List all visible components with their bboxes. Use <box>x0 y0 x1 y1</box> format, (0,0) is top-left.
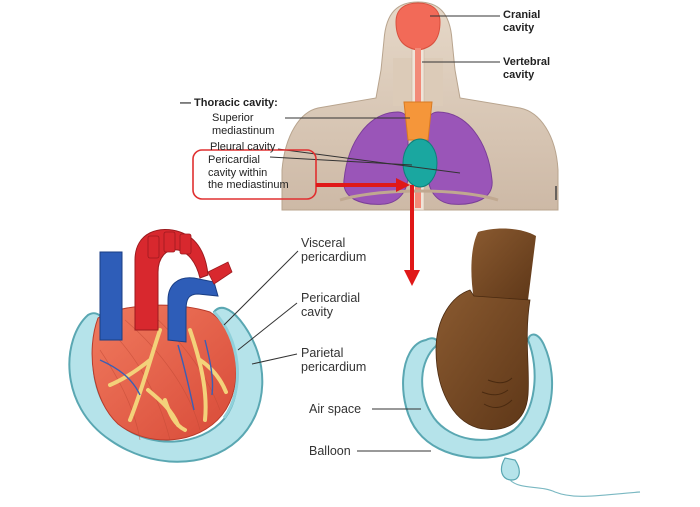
pericardial-highlight-box <box>192 149 317 200</box>
fist <box>435 289 531 430</box>
diaphragm <box>339 189 499 202</box>
pericardial-cavity-label: Pericardial cavity <box>301 291 361 320</box>
coronary-vessels <box>108 328 228 432</box>
red-arrowhead-right <box>396 178 410 192</box>
pericardial-cavity-shape <box>402 138 438 188</box>
aorta-branch-2 <box>163 231 176 253</box>
cranial-cavity-shape <box>395 2 441 51</box>
pericardial-cavity-mediastinum-label: Pericardial cavity within the mediastinu… <box>208 154 289 192</box>
balloon-string <box>509 479 641 497</box>
pulmonary-artery-right <box>207 261 233 285</box>
fist-balloon-illustration <box>357 228 641 497</box>
balloon-label: Balloon <box>309 444 351 458</box>
pulmonary-trunk <box>167 277 219 343</box>
knuckle-lines <box>481 377 513 408</box>
pericardial-leader <box>269 156 413 166</box>
superior-vena-cava <box>99 251 123 341</box>
thoracic-cavity-label: — Thoracic cavity: <box>180 97 278 109</box>
heart-illustration <box>68 228 299 463</box>
cranial-cavity-label: Cranial cavity <box>503 9 541 34</box>
pericardial-cavity-leader <box>237 302 298 351</box>
superior-mediastinum-label: Superior mediastinum <box>212 112 275 137</box>
balloon-shape <box>402 333 554 459</box>
parietal-pericardium-label: Parietal pericardium <box>301 346 367 375</box>
coronary-veins <box>99 339 214 411</box>
red-arrowhead-down <box>404 270 420 286</box>
body-cavities-illustration <box>192 1 559 286</box>
visceral-pericardium-shape <box>212 310 239 419</box>
aorta-branch-1 <box>147 235 160 259</box>
forearm <box>471 228 536 300</box>
pleural-cavity-label: Pleural cavity <box>210 141 276 153</box>
superior-mediastinum-shape <box>403 101 433 141</box>
visceral-pericardium-label: Visceral pericardium <box>301 236 367 265</box>
balloon-knot <box>500 457 520 481</box>
visceral-leader <box>223 250 299 326</box>
air-space-label: Air space <box>309 402 362 416</box>
vertebral-cavity-label: Vertebral cavity <box>503 56 551 81</box>
aorta-branch-3 <box>179 233 192 255</box>
parietal-leader <box>251 353 298 365</box>
pleural-leader <box>277 148 461 174</box>
